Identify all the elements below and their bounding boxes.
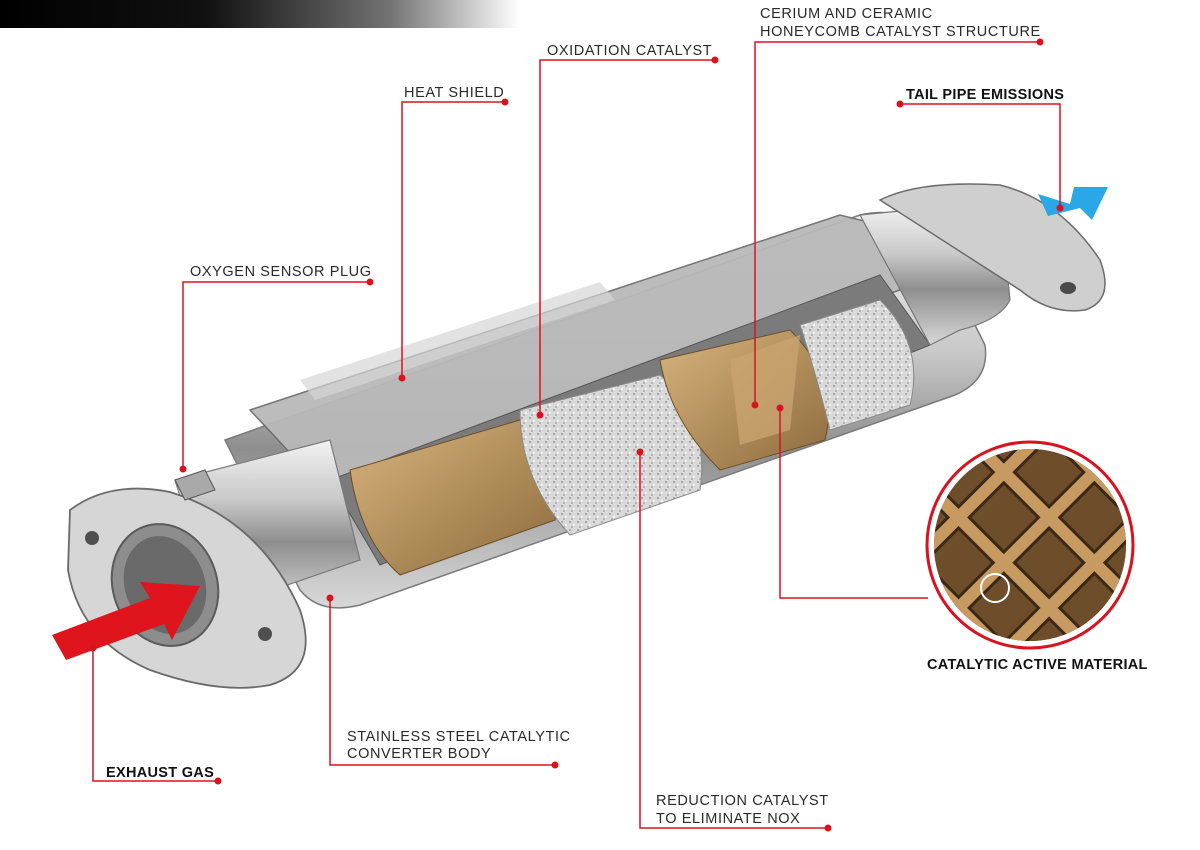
label-oxygen-sensor-plug: OXYGEN SENSOR PLUG xyxy=(190,264,372,280)
honeycomb-magnifier-icon xyxy=(925,440,1135,650)
label-catalytic-active-material: CATALYTIC ACTIVE MATERIAL xyxy=(927,657,1148,673)
label-tail-pipe-emissions: TAIL PIPE EMISSIONS xyxy=(906,87,1065,103)
label-cerium-line2: HONEYCOMB CATALYST STRUCTURE xyxy=(760,24,1041,40)
label-stainless-line2: CONVERTER BODY xyxy=(347,746,492,762)
leader-dots xyxy=(89,38,1064,832)
label-reduction-line2: TO ELIMINATE NOX xyxy=(656,811,801,827)
leader-lines xyxy=(92,41,1061,829)
label-exhaust-gas: EXHAUST GAS xyxy=(106,765,215,781)
label-stainless-line1: STAINLESS STEEL CATALYTIC xyxy=(347,729,571,745)
label-cerium-line1: CERIUM AND CERAMIC xyxy=(760,6,933,22)
label-reduction-line1: REDUCTION CATALYST xyxy=(656,793,829,809)
label-heat-shield: HEAT SHIELD xyxy=(404,85,505,101)
top-gradient-bar xyxy=(0,0,520,28)
label-oxidation-catalyst: OXIDATION CATALYST xyxy=(547,43,713,59)
converter-body xyxy=(67,183,1106,689)
inlet-arrow-icon xyxy=(52,582,200,660)
outlet-arrow-icon xyxy=(1038,187,1108,220)
